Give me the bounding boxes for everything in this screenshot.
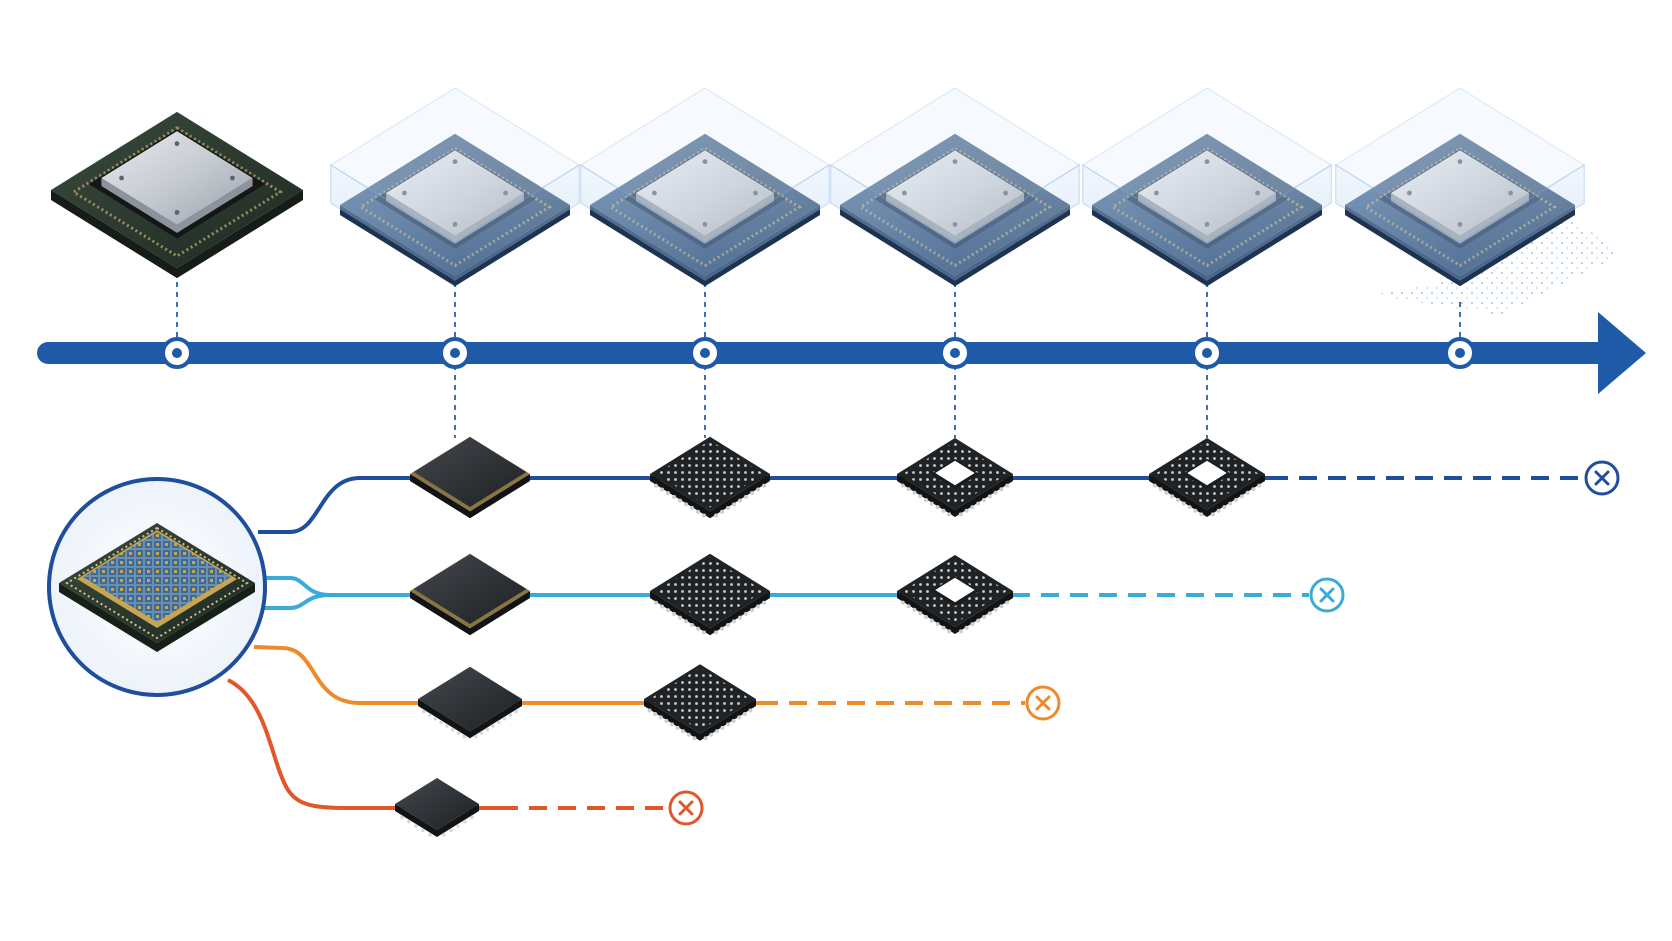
package-flat xyxy=(410,436,530,519)
glass-enclosure xyxy=(580,163,830,281)
package-bga xyxy=(644,664,756,741)
heat-spreader xyxy=(886,150,1024,236)
dot-cloud xyxy=(1370,215,1620,315)
circle-x-icon xyxy=(1025,685,1061,721)
glass-enclosure xyxy=(1082,163,1332,281)
package-ring xyxy=(897,438,1013,517)
branch-line xyxy=(262,576,1012,610)
ring-node-icon xyxy=(939,337,971,369)
package-flat xyxy=(410,553,530,636)
glass-processor xyxy=(579,87,831,287)
heat-spreader xyxy=(1138,150,1276,236)
package-ring xyxy=(897,555,1013,634)
package-bga xyxy=(650,436,770,519)
ring-node-icon xyxy=(689,337,721,369)
ring-node-icon xyxy=(1191,337,1223,369)
branch-line xyxy=(253,645,760,705)
ring-node-icon xyxy=(161,337,193,369)
ring-node-icon xyxy=(439,337,471,369)
circle-x-icon xyxy=(1584,460,1620,496)
circle-x-icon xyxy=(668,790,704,826)
processor xyxy=(51,111,303,279)
package-qfn-small xyxy=(395,777,479,838)
timeline-arrowhead xyxy=(1598,312,1646,394)
heat-spreader xyxy=(636,150,774,236)
magnified-die xyxy=(47,477,267,697)
glass-processor xyxy=(1334,87,1620,315)
branch-line xyxy=(227,678,500,810)
glass-enclosure xyxy=(830,163,1080,281)
ring-node-icon xyxy=(1444,337,1476,369)
die-grid xyxy=(83,532,231,622)
package-bga xyxy=(650,553,770,636)
package-ring xyxy=(1149,438,1265,517)
branch-line xyxy=(258,476,1270,534)
heat-spreader xyxy=(1391,150,1529,236)
glass-processor xyxy=(829,87,1081,287)
circle-x-icon xyxy=(1309,577,1345,613)
glass-processor xyxy=(329,87,581,287)
glass-enclosure xyxy=(330,163,580,281)
heat-spreader xyxy=(386,150,524,236)
glass-processor xyxy=(1081,87,1333,287)
heat-spreader xyxy=(101,131,253,225)
glass-enclosure xyxy=(1335,163,1585,281)
package-qfn xyxy=(418,666,522,739)
